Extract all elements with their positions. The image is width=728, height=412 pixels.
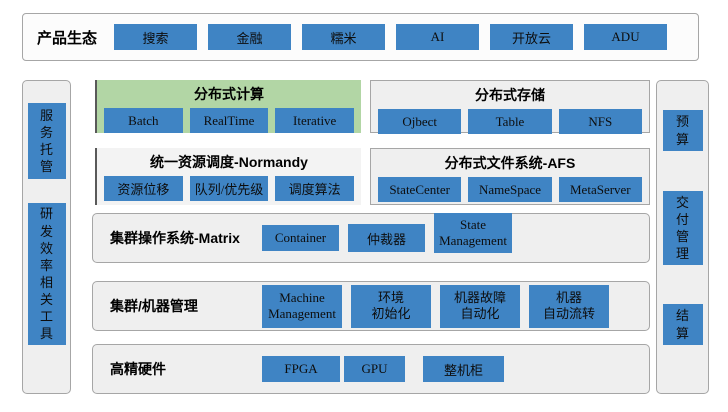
rail-item-label: 交付管理 <box>675 194 689 262</box>
rail-item-label: 服务托管 <box>39 107 53 175</box>
rail-item-label: 预算 <box>675 114 689 147</box>
chip-namespace: NameSpace <box>468 177 552 202</box>
chip-batch: Batch <box>104 108 183 133</box>
chip-scheduling-algorithm: 调度算法 <box>275 176 355 201</box>
chip-failure-automation: 机器故障 自动化 <box>440 284 520 328</box>
distributed-computing-chips: Batch RealTime Iterative <box>97 104 361 133</box>
title-distributed-computing: 分布式计算 <box>194 86 264 102</box>
rail-item-settlement: 结算 <box>662 304 703 345</box>
machine-management-chips: Machine Management 环境 初始化 机器故障 自动化 机器 自动… <box>262 284 609 328</box>
product-ecosystem-bar: 产品生态 搜索 金融 糯米 AI 开放云 ADU <box>22 13 699 61</box>
chip-fpga: FPGA <box>262 356 340 382</box>
row-precision-hardware: 高精硬件 FPGA GPU 整机柜 <box>92 344 650 394</box>
chip-auto-flow: 机器 自动流转 <box>529 284 609 328</box>
rail-item-label: 结算 <box>675 308 689 341</box>
title-precision-hardware: 高精硬件 <box>110 361 166 377</box>
row-cluster-machine-management: 集群/机器管理 Machine Management 环境 初始化 机器故障 自… <box>92 281 650 331</box>
block-distributed-storage: 分布式存储 Ojbect Table NFS <box>370 80 650 134</box>
chip-container: Container <box>262 225 339 251</box>
normandy-chips: 资源位移 队列/优先级 调度算法 <box>97 172 361 201</box>
chip-environment-init: 环境 初始化 <box>351 284 431 328</box>
chip-nfs: NFS <box>558 109 642 134</box>
block-normandy-scheduler: 统一资源调度-Normandy 资源位移 队列/优先级 调度算法 <box>95 148 361 205</box>
rail-item-delivery-management: 交付管理 <box>662 191 703 265</box>
title-afs-filesystem: 分布式文件系统-AFS <box>444 155 576 171</box>
chip-search: 搜索 <box>114 24 198 50</box>
matrix-chips: Container 仲裁器 State Management <box>262 213 512 258</box>
hardware-chips: FPGA GPU 整机柜 <box>262 356 504 382</box>
distributed-storage-chips: Ojbect Table NFS <box>371 105 649 134</box>
row-scheduling-filesystem: 统一资源调度-Normandy 资源位移 队列/优先级 调度算法 分布式文件系统… <box>92 148 650 205</box>
title-matrix-cluster-os: 集群操作系统-Matrix <box>110 230 240 246</box>
left-rail: 服务托管 研发效率相关工具 <box>22 80 71 394</box>
rail-item-budget: 预算 <box>662 110 703 151</box>
title-normandy-scheduler: 统一资源调度-Normandy <box>150 154 308 170</box>
chip-ai: AI <box>396 24 480 50</box>
chip-table: Table <box>468 109 552 134</box>
chip-finance: 金融 <box>208 24 292 50</box>
chip-statecenter: StateCenter <box>378 177 462 202</box>
chip-open-cloud: 开放云 <box>490 24 574 50</box>
chip-object: Ojbect <box>378 109 462 134</box>
chip-whole-rack: 整机柜 <box>423 356 504 382</box>
chip-queue-priority: 队列/优先级 <box>189 176 269 201</box>
title-cluster-machine-management: 集群/机器管理 <box>110 298 198 314</box>
block-afs-filesystem: 分布式文件系统-AFS StateCenter NameSpace MetaSe… <box>370 148 650 205</box>
chip-nuomi: 糯米 <box>302 24 386 50</box>
chip-metaserver: MetaServer <box>558 177 642 202</box>
chip-iterative: Iterative <box>275 108 355 133</box>
right-rail: 预算 交付管理 结算 <box>656 80 709 394</box>
chip-realtime: RealTime <box>189 108 269 133</box>
chip-adu: ADU <box>584 24 668 50</box>
chip-arbiter: 仲裁器 <box>348 224 425 252</box>
rail-item-service-hosting: 服务托管 <box>27 103 66 179</box>
product-ecosystem-label: 产品生态 <box>37 29 98 47</box>
block-distributed-computing: 分布式计算 Batch RealTime Iterative <box>95 80 361 133</box>
rail-item-label: 研发效率相关工具 <box>39 206 53 342</box>
chip-state-management: State Management <box>434 213 512 253</box>
chip-gpu: GPU <box>344 356 405 382</box>
title-distributed-storage: 分布式存储 <box>475 87 545 103</box>
chip-resource-shift: 资源位移 <box>104 176 183 201</box>
product-ecosystem-chips: 搜索 金融 糯米 AI 开放云 ADU <box>114 24 668 50</box>
afs-chips: StateCenter NameSpace MetaServer <box>371 173 649 202</box>
row-distributed: 分布式计算 Batch RealTime Iterative 分布式存储 Ojb… <box>92 80 650 134</box>
rail-item-rd-efficiency-tools: 研发效率相关工具 <box>27 203 66 345</box>
row-matrix-cluster-os: 集群操作系统-Matrix Container 仲裁器 State Manage… <box>92 213 650 263</box>
chip-machine-management: Machine Management <box>262 284 342 328</box>
